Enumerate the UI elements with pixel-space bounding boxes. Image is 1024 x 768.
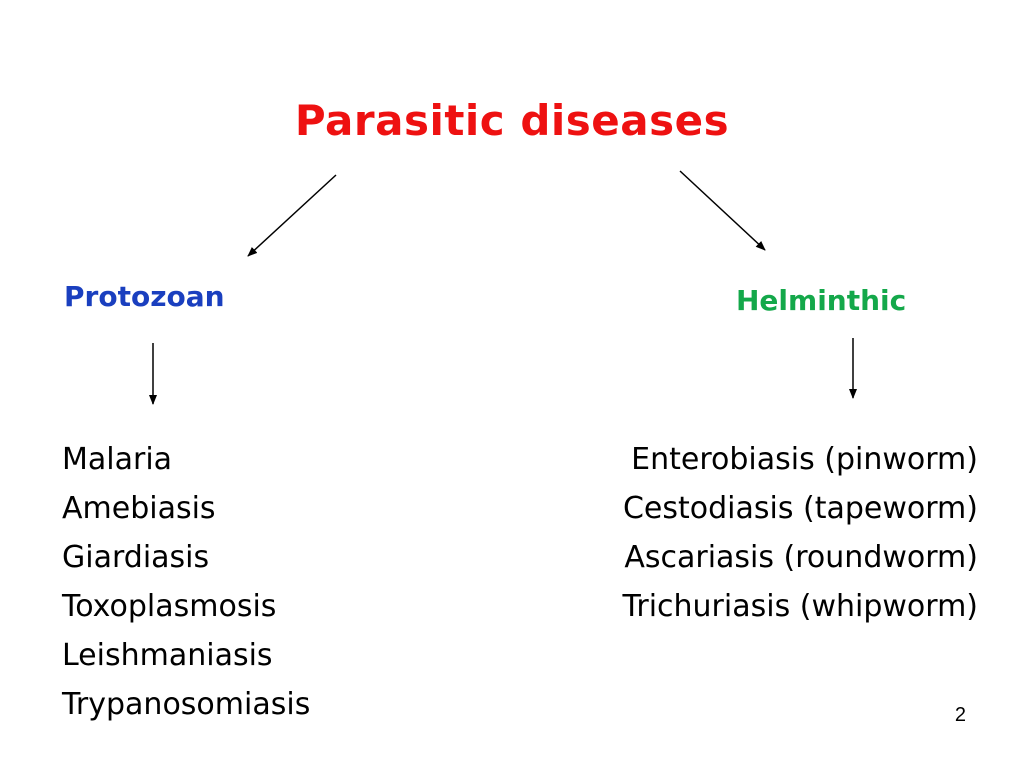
arrow-title-to-protozoan	[247, 174, 337, 257]
protozoan-disease-list: Malaria Amebiasis Giardiasis Toxoplasmos…	[62, 435, 310, 729]
list-item: Giardiasis	[62, 540, 210, 575]
list-item: Leishmaniasis	[62, 638, 273, 673]
helminthic-disease-list: Enterobiasis (pinworm) Cestodiasis (tape…	[622, 435, 978, 631]
diagram-title: Parasitic diseases	[294, 96, 730, 145]
list-item: Trypanosomiasis	[62, 687, 311, 722]
list-item: Toxoplasmosis	[62, 589, 277, 624]
category-helminthic: Helminthic	[736, 284, 907, 317]
arrow-title-to-helminthic	[679, 170, 766, 251]
category-protozoan: Protozoan	[64, 280, 225, 313]
list-item: Trichuriasis (whipworm)	[622, 589, 978, 624]
page-number: 2	[954, 704, 966, 726]
list-item: Amebiasis	[62, 491, 216, 526]
list-item: Enterobiasis (pinworm)	[631, 442, 978, 477]
list-item: Cestodiasis (tapeworm)	[622, 491, 978, 526]
list-item: Ascariasis (roundworm)	[624, 540, 978, 575]
list-item: Malaria	[62, 442, 173, 477]
